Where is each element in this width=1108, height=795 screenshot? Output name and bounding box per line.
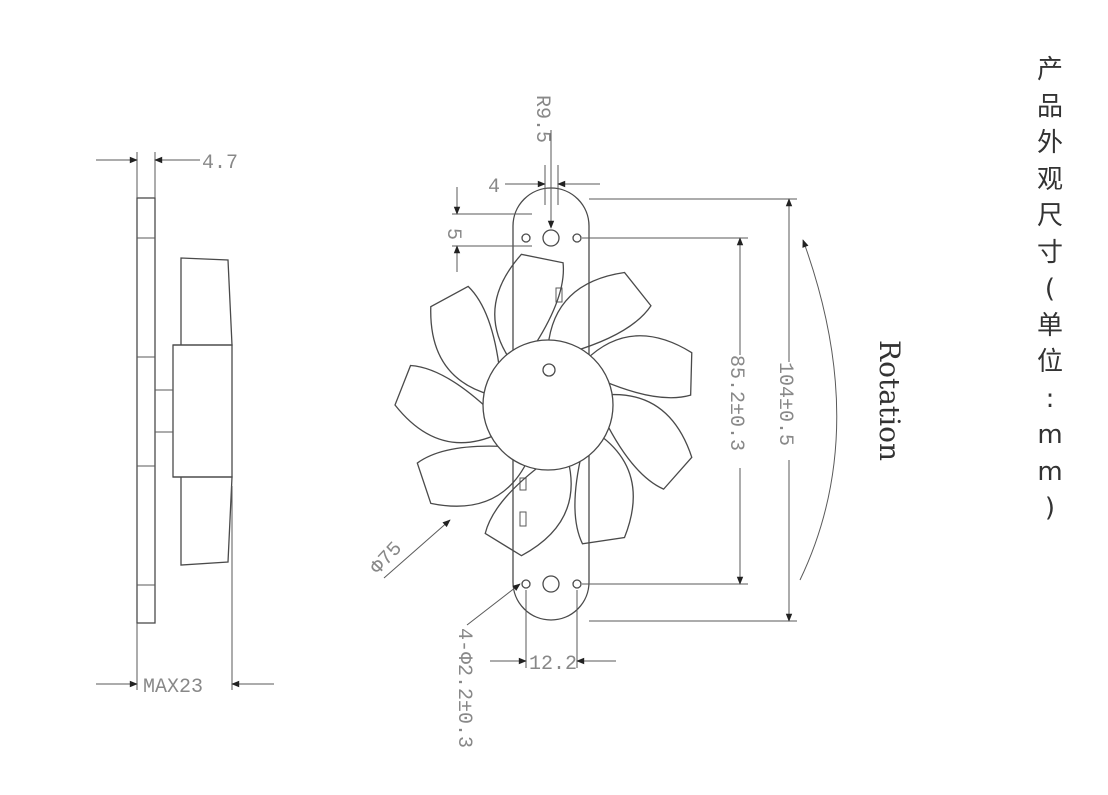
mount-hole-top — [542, 229, 560, 247]
hub-center-hole — [542, 363, 556, 377]
fan-blades — [394, 253, 693, 557]
screw-hole-1 — [521, 233, 531, 243]
title-char: 尺 — [1036, 201, 1063, 231]
title-char: 观 — [1036, 164, 1063, 195]
fan-blade — [430, 285, 501, 396]
title-char: 位 — [1036, 347, 1063, 377]
mount-radius-label: R9.5 — [530, 95, 553, 143]
total-thickness-label: MAX23 — [143, 676, 203, 699]
fan-blade — [494, 253, 565, 361]
hole-spacing-label: 85.2±0.3 — [724, 355, 747, 451]
title-char: ( — [1044, 274, 1056, 304]
front-view: R9.5 4 5 85.2±0.3 104±0.5 Φ75 4-Φ2.2±0.3 — [366, 95, 797, 748]
rotation-arc — [799, 239, 838, 581]
title-char: 产 — [1036, 55, 1063, 85]
overall-length-label: 104±0.5 — [773, 362, 796, 446]
side-blade-bottom — [173, 476, 233, 566]
hole-offset-label: 5 — [441, 228, 464, 240]
hole-pitch-label: 12.2 — [529, 653, 577, 676]
fan-blade — [574, 433, 634, 545]
fan-blade — [547, 271, 652, 353]
fan-hub — [482, 339, 614, 471]
screw-hole-2 — [572, 233, 582, 243]
title-char: m — [1037, 456, 1063, 487]
title-char: 单 — [1036, 310, 1063, 341]
title-char: m — [1037, 420, 1063, 450]
screw-hole-3 — [521, 579, 531, 589]
ear-width-label: 4 — [488, 176, 500, 199]
hole-diameter-label: 4-Φ2.2±0.3 — [452, 628, 475, 748]
title-char: ) — [1044, 493, 1056, 523]
side-plate — [136, 197, 156, 624]
fan-blade — [394, 364, 499, 444]
side-blade-top — [173, 257, 233, 346]
rotation-label: Rotation — [873, 340, 906, 461]
fan-blade — [416, 445, 529, 507]
blade-diameter-label: Φ75 — [366, 538, 407, 580]
title-char: 外 — [1036, 128, 1063, 158]
fan-blade — [484, 459, 572, 557]
mounting-bar — [512, 187, 590, 621]
title-char: 寸 — [1036, 237, 1063, 268]
thickness-top-label: 4.7 — [202, 152, 238, 175]
mount-hole-bottom — [542, 575, 560, 593]
title-char: 品 — [1036, 91, 1063, 122]
screw-hole-4 — [572, 579, 582, 589]
side-view: 4.7 MAX23 — [96, 152, 274, 699]
fan-blade — [584, 335, 693, 399]
fan-blade — [603, 393, 693, 490]
side-hub — [172, 344, 233, 478]
title-char: : — [1045, 383, 1055, 414]
rotation-indicator: Rotation — [799, 239, 906, 581]
